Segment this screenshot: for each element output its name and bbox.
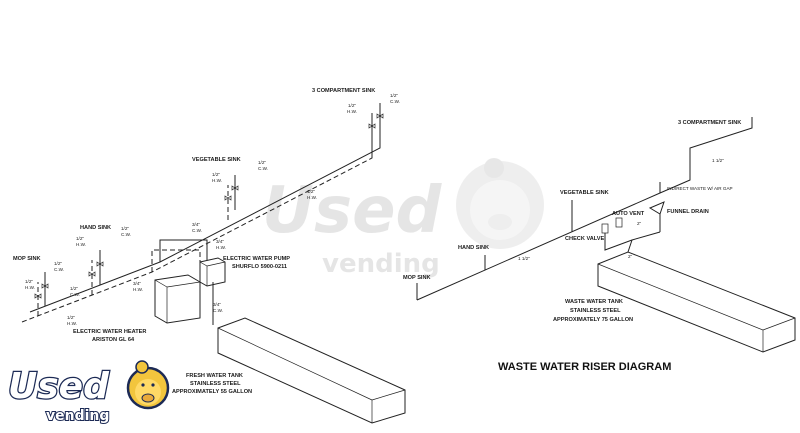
size-label: 3/4"	[216, 239, 224, 244]
funnel-drain-icon	[648, 201, 665, 232]
pump-label: ELECTRIC WATER PUMP	[223, 256, 290, 262]
auto-vent-label: AUTO VENT	[612, 211, 645, 217]
check-valve-label: CHECK VALVE	[565, 236, 605, 242]
auto-vent-icon	[601, 217, 661, 251]
pipe-size-annotations: 1/2" H.W. 1/2" C.W. 1/2" H.W. 1/2" C.W. …	[25, 93, 400, 326]
size-label: 3/4"	[133, 281, 141, 286]
size-label: C.W.	[258, 166, 268, 171]
size-label: C.W.	[70, 292, 80, 297]
size-label: 1/2"	[121, 226, 129, 231]
size-label: 1/2"	[70, 286, 78, 291]
fresh-water-tank	[217, 317, 406, 424]
watermark-vending-text: vending	[322, 249, 440, 279]
size-label: 1/2"	[76, 236, 84, 241]
heater-label: ELECTRIC WATER HEATER	[73, 329, 146, 335]
size-label: 3/4"	[192, 222, 200, 227]
size-label: C.W.	[390, 99, 400, 104]
size-label: 1/2"	[390, 93, 398, 98]
waste-hand-sink-label: HAND SINK	[458, 245, 489, 251]
fresh-tank-label-2: STAINLESS STEEL	[190, 381, 241, 387]
size-label: C.W.	[192, 228, 202, 233]
size-label: H.W.	[67, 321, 77, 326]
funnel-drain-label: FUNNEL DRAIN	[667, 209, 709, 215]
size-label: 1/2"	[212, 172, 220, 177]
waste-size-label: 1 1/2"	[518, 256, 530, 261]
watermark: Used vending	[262, 158, 544, 279]
size-label: H.W.	[76, 242, 86, 247]
waste-size-label: 2"	[628, 254, 633, 259]
waste-diagram-title: WASTE WATER RISER DIAGRAM	[498, 361, 671, 373]
fresh-hand-sink-label: HAND SINK	[80, 225, 111, 231]
size-label: H.W.	[307, 195, 317, 200]
waste-mop-sink-label: MOP SINK	[403, 275, 431, 281]
watermark-used-text: Used	[262, 174, 442, 248]
fresh-mop-sink-label: MOP SINK	[13, 256, 41, 262]
size-label: H.W.	[25, 285, 35, 290]
logo-pig-icon	[126, 360, 170, 410]
waste-tank-label-2: STAINLESS STEEL	[570, 308, 621, 314]
size-label: H.W.	[212, 178, 222, 183]
waste-tank-label-1: WASTE WATER TANK	[565, 299, 623, 305]
logo-vending-text: vending	[46, 408, 109, 424]
waste-size-label: 2"	[637, 221, 642, 226]
size-label: H.W.	[347, 109, 357, 114]
fresh-3-compartment-sink-label: 3 COMPARTMENT SINK	[312, 88, 375, 94]
fresh-vegetable-sink-label: VEGETABLE SINK	[192, 157, 241, 163]
size-label: 1/2"	[258, 160, 266, 165]
size-label: C.W.	[213, 308, 223, 313]
size-label: 3/4"	[213, 302, 221, 307]
size-label: C.W.	[121, 232, 131, 237]
water-heater	[154, 274, 201, 324]
size-label: 1/2"	[348, 103, 356, 108]
waste-water-tank	[597, 239, 796, 353]
waste-tank-label-3: APPROXIMATELY 75 GALLON	[553, 317, 633, 323]
watermark-pig-icon	[456, 158, 544, 249]
waste-water-riser: 3 COMPARTMENT SINK VEGETABLE SINK HAND S…	[403, 117, 796, 373]
used-vending-logo: Used vending	[7, 360, 170, 425]
waste-size-label: 1 1/2"	[712, 158, 724, 163]
water-pump	[199, 257, 226, 287]
fresh-tank-label-3: APPROXIMATELY 55 GALLON	[172, 389, 252, 395]
size-label: H.W.	[133, 287, 143, 292]
size-label: C.W.	[54, 267, 64, 272]
waste-vegetable-sink-label: VEGETABLE SINK	[560, 190, 609, 196]
fresh-tank-label-1: FRESH WATER TANK	[186, 373, 243, 379]
logo-used-text: Used	[8, 366, 110, 407]
valve-icons	[34, 113, 384, 299]
pump-model-label: SHURFLO 5900-0211	[232, 264, 287, 270]
size-label: 1/2"	[25, 279, 33, 284]
size-label: 1/2"	[54, 261, 62, 266]
size-label: 1/2"	[67, 315, 75, 320]
waste-3-compartment-sink-label: 3 COMPARTMENT SINK	[678, 120, 741, 126]
indirect-waste-label: INDIRECT WASTE W/ AIR GAP	[667, 186, 733, 191]
size-label: 1/2"	[307, 189, 315, 194]
fresh-water-riser: 3 COMPARTMENT SINK VEGETABLE SINK HAND S…	[13, 88, 406, 424]
size-label: H.W.	[216, 245, 226, 250]
heater-model-label: ARISTON GL 64	[92, 337, 135, 343]
